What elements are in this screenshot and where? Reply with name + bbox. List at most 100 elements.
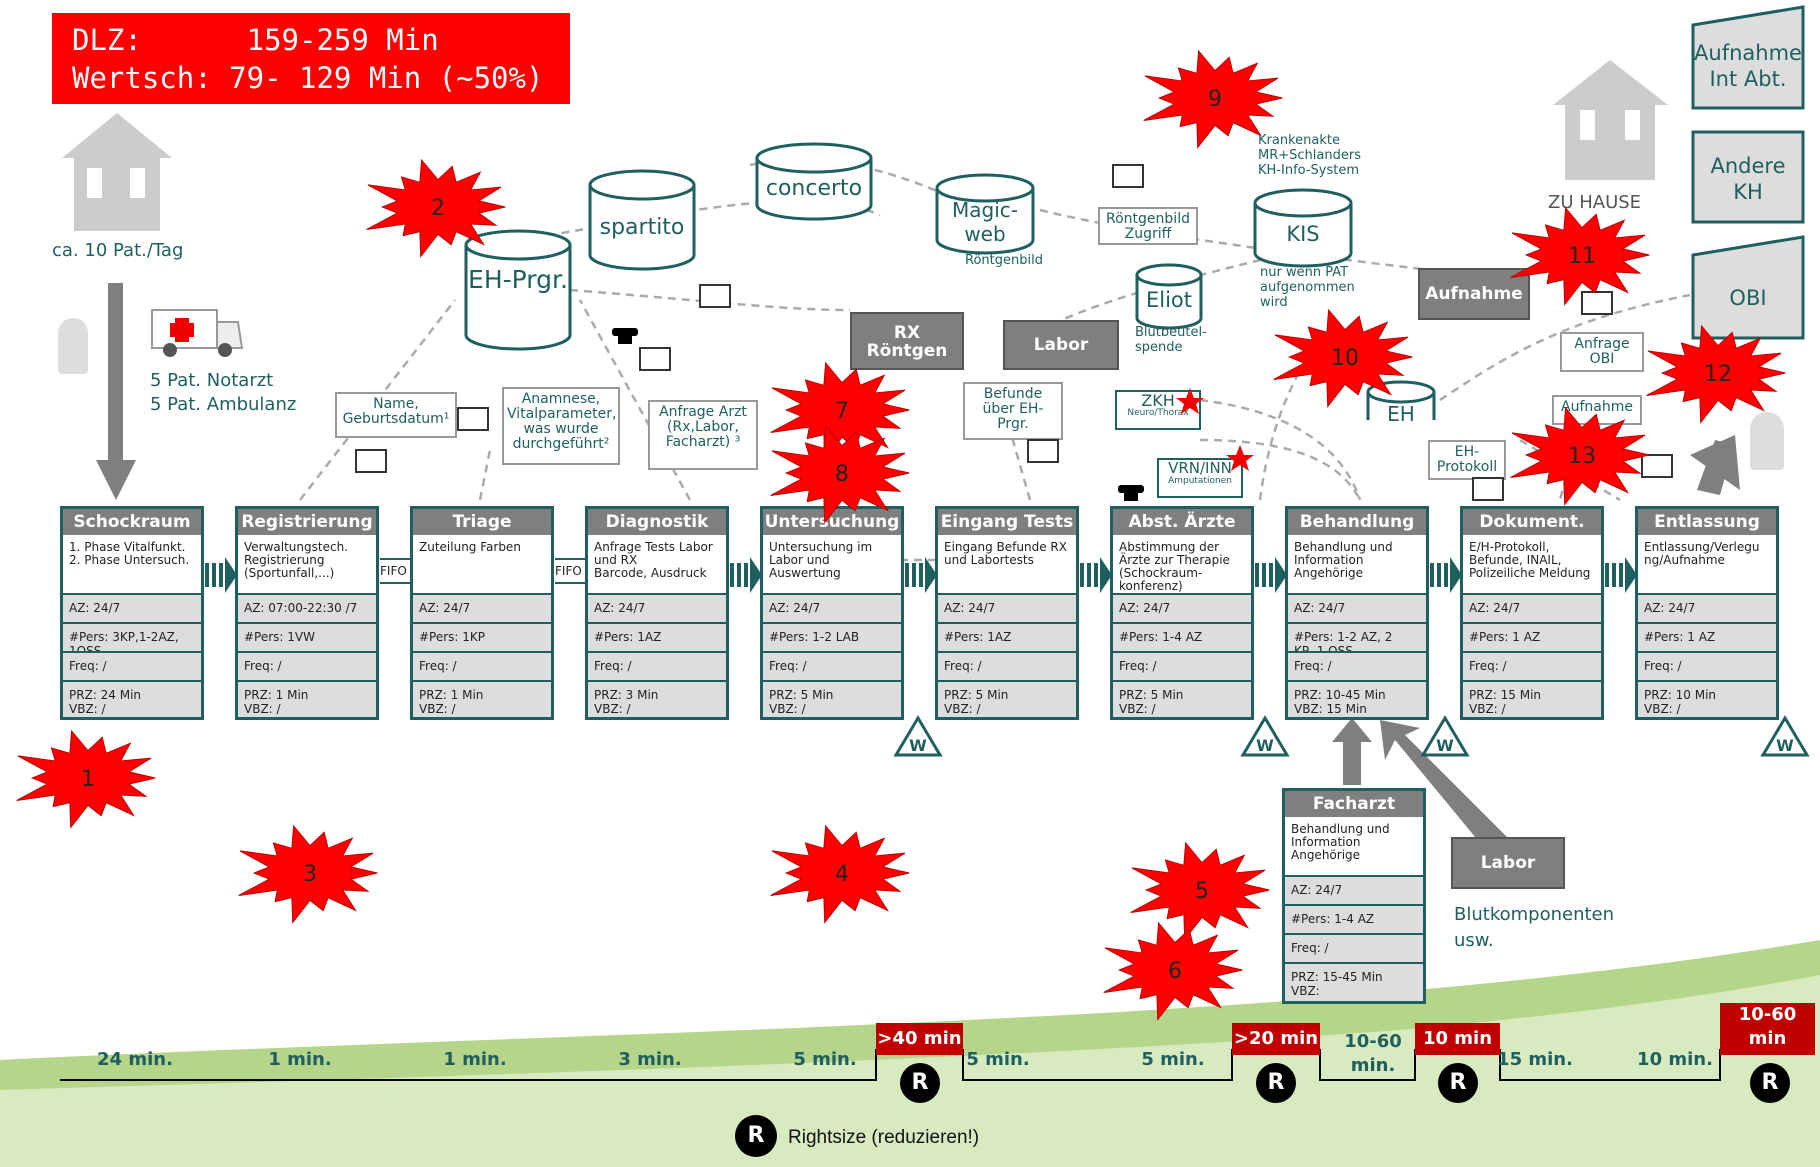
process-pers: #Pers: 1-2 LAB [763,624,901,653]
process-prz: PRZ: 5 Min VBZ: / [944,688,1009,716]
magic-web-db: Magic-web [952,198,1018,246]
process-prz: PRZ: 24 Min VBZ: / [69,688,142,716]
note-befunde: Befunde über EH- Prgr. [963,382,1063,440]
kaizen-burst-1: 1 [16,729,156,829]
svg-text:W: W [1256,736,1274,755]
rightsize-r-icon: R [1750,1063,1790,1103]
note-anfrage-arzt: Anfrage Arzt (Rx,Labor, Facharzt) ³ [648,400,758,470]
process-description: Zuteilung Farben [413,535,551,595]
process-pers: #Pers: 1-4 AZ [1113,624,1251,653]
process-pers: #Pers: 1AZ [588,624,726,653]
process-title: Behandlung [1288,509,1426,535]
blutkomponenten-label: Blutkomponenten usw. [1454,904,1615,951]
destination-boxes [1691,5,1805,340]
person-icon [58,318,88,374]
process-pers: #Pers: 1 AZ [1463,624,1601,653]
process-time: 5 min. [793,1049,857,1070]
process-az: AZ: 24/7 [63,595,201,624]
process-box-facharzt: Facharzt Behandlung und Information Ange… [1282,788,1426,1004]
process-prz: PRZ: 10 Min VBZ: / [1644,688,1717,716]
process-az: AZ: 24/7 [938,595,1076,624]
process-prz: PRZ: 5 Min VBZ: / [769,688,834,716]
process-az: AZ: 24/7 [1288,595,1426,624]
process-box-9: Dokument.E/H-Protokoll, Befunde, INAIL, … [1460,506,1604,720]
note-anfrage-obi: Anfrage OBI [1560,332,1644,372]
burst-number: 6 [1168,959,1182,984]
process-prz: PRZ: 15 Min VBZ: / [1469,688,1542,716]
blutbeutel-label: Blutbeutel-spende [1135,325,1207,355]
database-icons [464,142,1436,420]
notarzt-count: 5 Pat. Notarzt [150,370,274,391]
note-vrn: VRN/INN Amputationen [1157,458,1243,498]
lead-time-summary: DLZ: 159-259 Min Wertsch: 79- 129 Min (~… [52,13,570,104]
process-title: Triage [413,509,551,535]
rightsize-r-icon: R [1256,1063,1296,1103]
process-time: 3 min. [618,1049,682,1070]
zkh-sub: Neuro/Thorax [1127,408,1189,418]
process-time: 5 min. [1141,1049,1205,1070]
process-title: Schockraum [63,509,201,535]
labor-top-box: Labor [1003,320,1119,370]
process-freq: Freq: / [588,653,726,682]
zu-hause-label: ZU HAUSE [1548,192,1642,213]
process-title: Registrierung [238,509,376,535]
kaizen-burst-5: 5 [1130,841,1270,941]
process-pers: #Pers: 1 AZ [1638,624,1776,653]
burst-number: 3 [303,862,317,887]
eh-db: EH [1387,402,1415,426]
rx-roentgen-box: RX Röntgen [850,312,964,370]
note-eh-protokoll: EH- Protokoll [1428,440,1506,480]
process-prz: PRZ: 5 Min VBZ: / [1119,688,1184,716]
svg-text:W: W [1436,736,1454,755]
vrn-label: VRN/INN [1168,459,1232,477]
eh-prgr-db: EH-Prgr. [468,265,568,294]
process-pers: #Pers: 3KP,1-2AZ, 1OSS [63,624,201,653]
burst-number: 1 [81,767,95,792]
process-description: Entlassung/Verlegu ng/Aufnahme [1638,535,1776,595]
process-prz: PRZ: 15-45 Min VBZ: [1291,970,1383,998]
home-icon [1553,60,1668,180]
kaizen-burst-13: 13 [1510,406,1650,506]
andere-kh: Andere KH [1710,154,1786,204]
process-description: Eingang Befunde RX und Labortests [938,535,1076,595]
note-anamnese: Anamnese, Vitalparameter, was wurde durc… [502,387,620,465]
process-freq: Freq: / [1463,653,1601,682]
burst-number: 13 [1568,444,1596,469]
process-description: 1. Phase Vitalfunkt. 2. Phase Untersuch. [63,535,201,595]
burst-number: 8 [835,462,849,487]
process-freq: Freq: / [1285,935,1423,964]
process-freq: Freq: / [1638,653,1776,682]
kaizen-burst-7: 7 [770,361,910,461]
process-az: AZ: 24/7 [588,595,726,624]
kaizen-burst-9: 9 [1143,49,1283,149]
person-icon [1750,412,1784,470]
process-az: AZ: 24/7 [1638,595,1776,624]
wertsch-label: Wertsch: [72,61,212,95]
process-prz: PRZ: 10-45 Min VBZ: 15 Min [1294,688,1386,716]
process-freq: Freq: / [1113,653,1251,682]
burst-number: 2 [431,196,445,221]
process-pers: #Pers: 1KP [413,624,551,653]
burst-number: 11 [1568,244,1596,269]
process-freq: Freq: / [63,653,201,682]
process-az: AZ: 24/7 [763,595,901,624]
process-description: Untersuchung im Labor und Auswertung [763,535,901,595]
vrn-sub: Amputationen [1168,476,1232,486]
process-pers: #Pers: 1-4 AZ [1285,906,1423,935]
burst-number: 4 [835,862,849,887]
rightsize-r-icon: R [1438,1063,1478,1103]
process-description: Anfrage Tests Labor und RX Barcode, Ausd… [588,535,726,595]
kaizen-burst-6: 6 [1103,921,1243,1021]
zkh-label: ZKH [1141,391,1175,410]
process-freq: Freq: / [238,653,376,682]
process-title: Dokument. [1463,509,1601,535]
kis-note: nur wenn PAT aufgenommen wird [1260,265,1355,310]
kaizen-burst-4: 4 [770,824,910,924]
